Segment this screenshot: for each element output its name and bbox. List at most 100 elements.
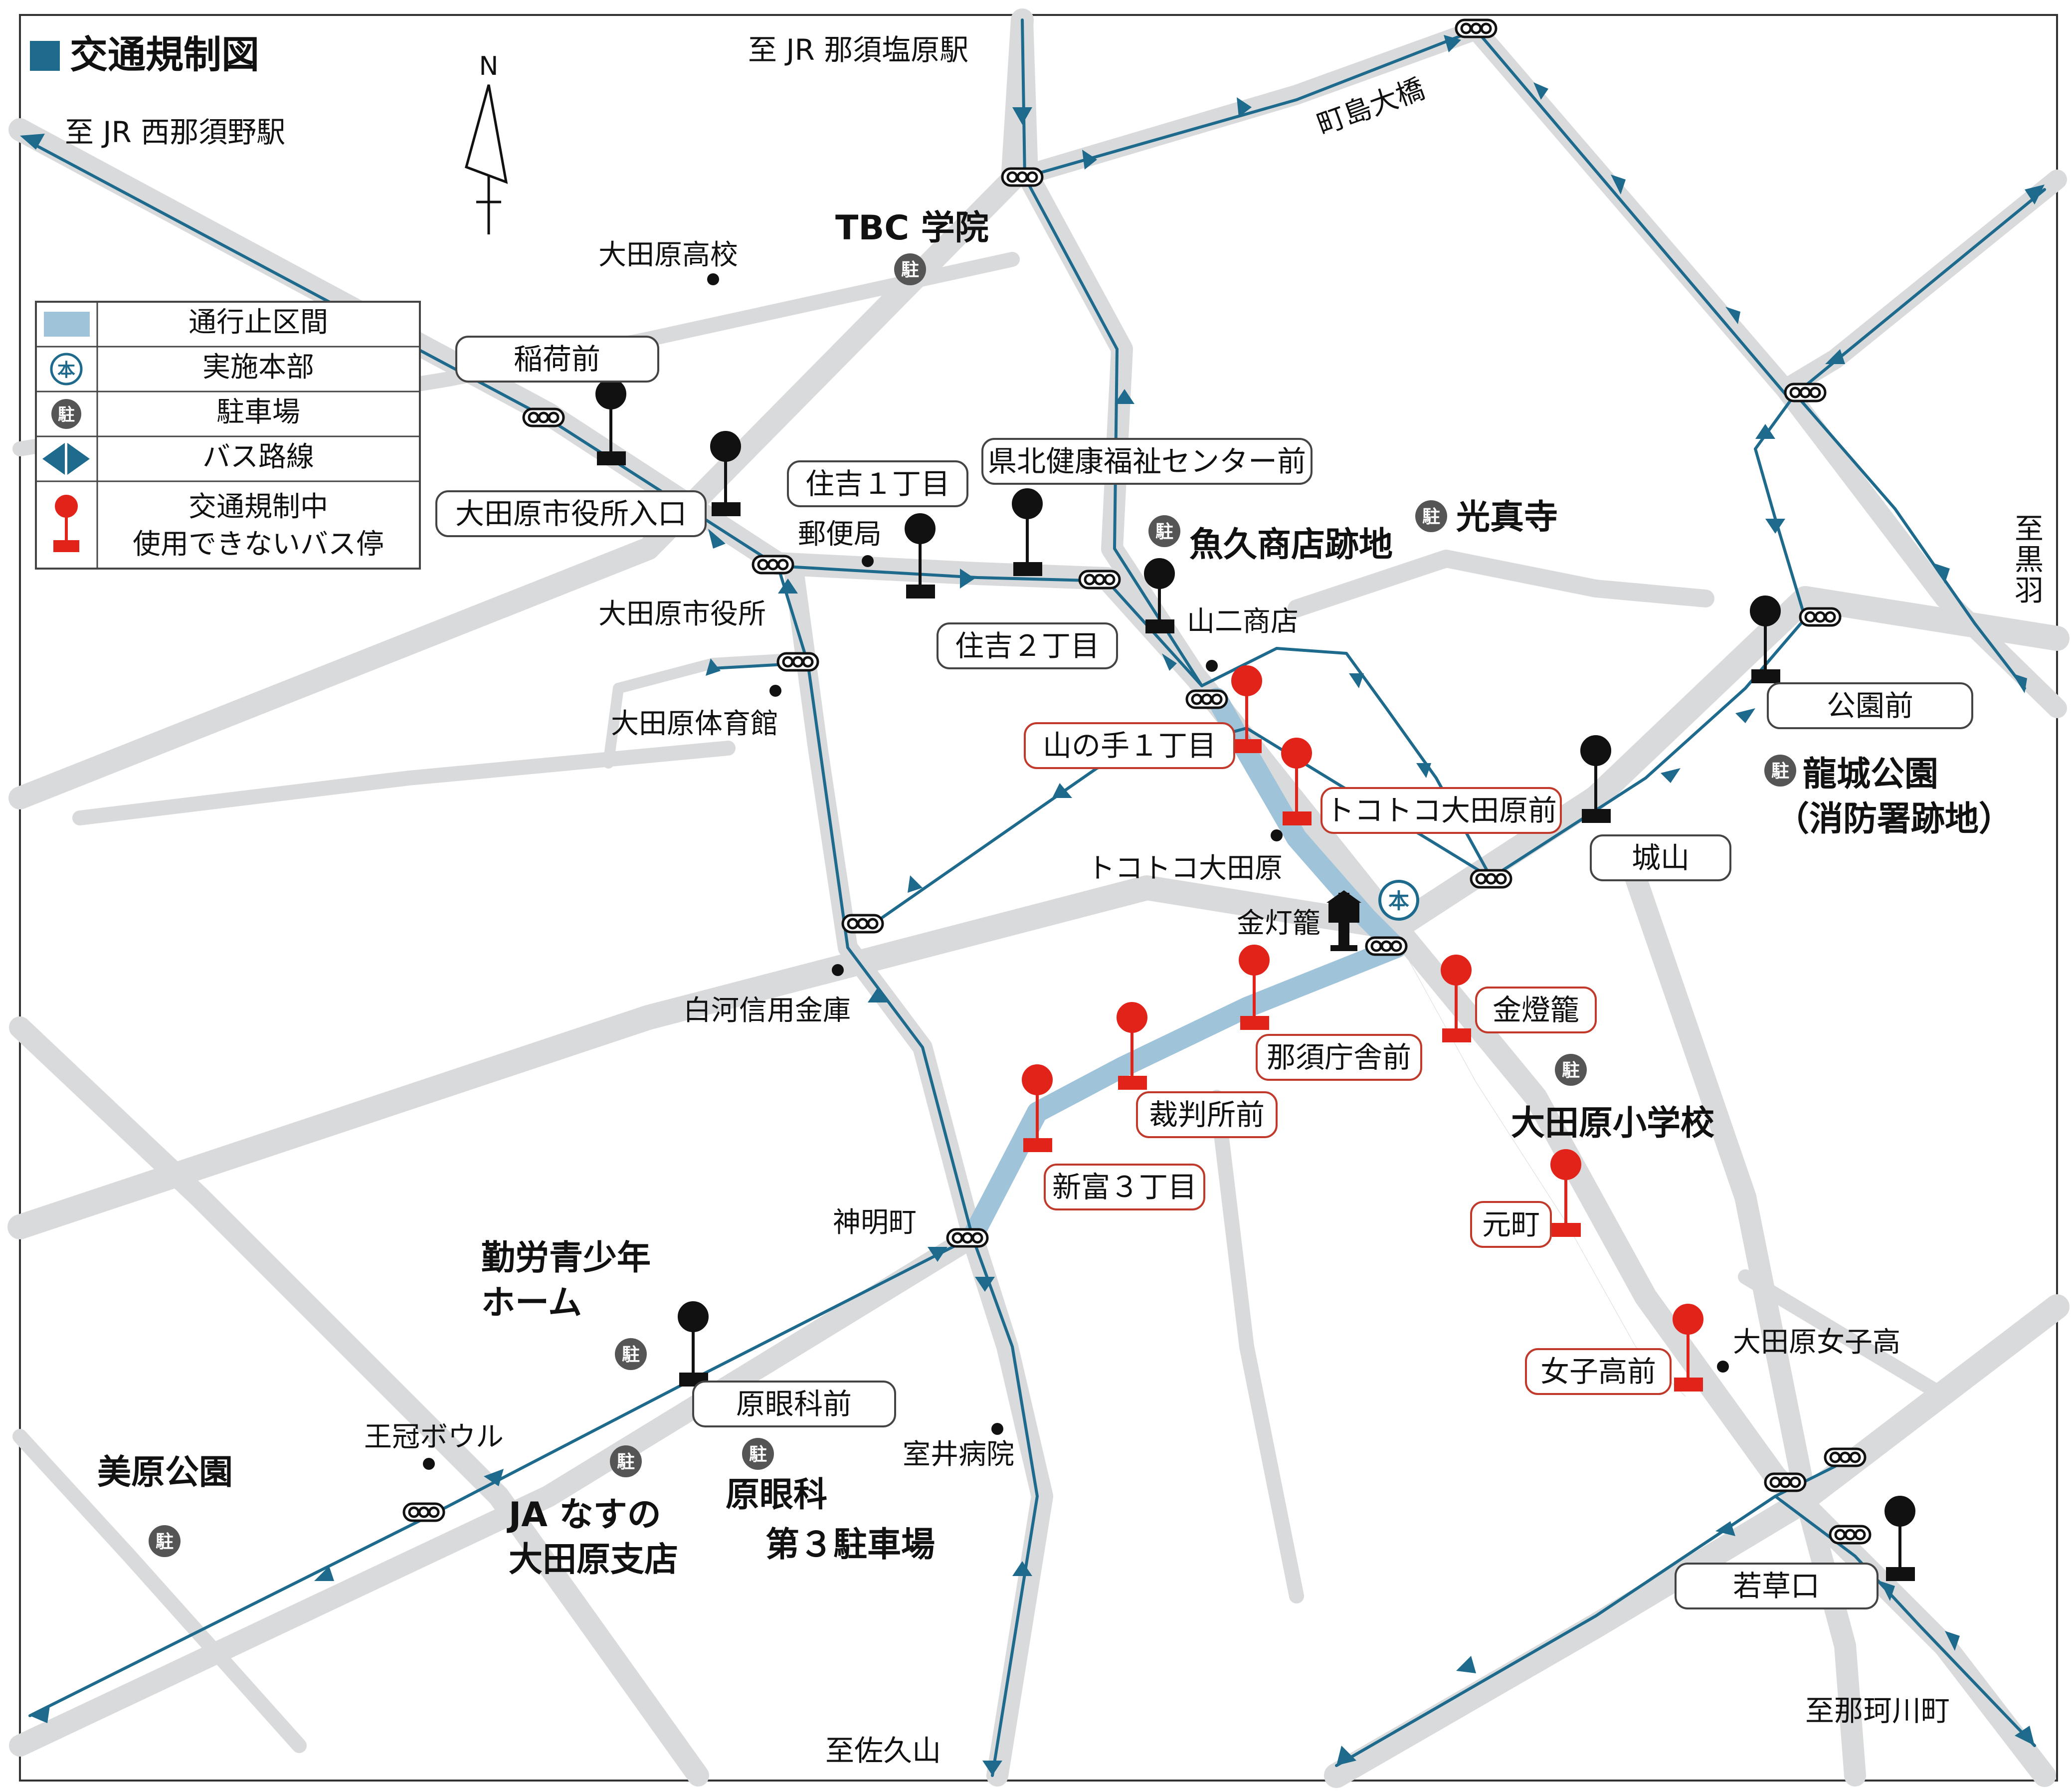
svg-text:新富３丁目: 新富３丁目 — [1052, 1170, 1197, 1204]
bus-route-east-branch — [1490, 188, 2046, 879]
bus-route-top — [1475, 28, 1787, 396]
bus-stop-marker — [1580, 735, 1611, 823]
bus-route-north — [1021, 18, 1203, 687]
bus-route-top-east — [1023, 28, 1478, 179]
svg-text:金燈籠: 金燈籠 — [1493, 993, 1579, 1027]
restricted-stop-marker — [1022, 1064, 1053, 1152]
restricted-stop-marker — [1231, 665, 1262, 753]
svg-text:女子高前: 女子高前 — [1540, 1355, 1656, 1389]
traffic-signal-icon — [776, 652, 819, 672]
svg-text:駐: 駐 — [156, 1532, 174, 1552]
svg-text:第３駐車場: 第３駐車場 — [765, 1525, 935, 1565]
parking-icon: 駐 — [615, 1338, 647, 1370]
restricted-stops — [1022, 665, 1703, 1392]
arrow-west — [20, 134, 45, 150]
parking-icon: 駐 — [894, 253, 926, 285]
bus-route-kurobane — [1794, 393, 2026, 690]
svg-text:大田原市役所: 大田原市役所 — [598, 598, 766, 630]
arrow-east-1 — [1755, 424, 1775, 439]
traffic-signal-icon — [1784, 383, 1827, 402]
svg-text:山二商店: 山二商店 — [1187, 605, 1299, 638]
road-kurobane — [1466, 20, 2067, 718]
arrow-vert-3 — [868, 988, 888, 1002]
parking-icon: 駐 — [1555, 1054, 1587, 1086]
svg-text:山の手１丁目: 山の手１丁目 — [1043, 729, 1216, 763]
arrow-diag-1 — [1052, 783, 1072, 798]
arrow-ne-2 — [1825, 349, 1845, 364]
svg-text:王冠ボウル: 王冠ボウル — [364, 1421, 504, 1453]
svg-text:駐: 駐 — [617, 1452, 635, 1472]
restricted-stop-marker — [1550, 1149, 1581, 1237]
restricted-stop-legend-icon — [53, 495, 79, 552]
svg-text:駐: 駐 — [1422, 507, 1440, 527]
arrow-south-2 — [1012, 1561, 1032, 1576]
arrow-se-3 — [1715, 1521, 1735, 1536]
traffic-signal-icon — [522, 407, 565, 427]
svg-text:美原公園: 美原公園 — [97, 1453, 233, 1492]
svg-text:大田原女子高: 大田原女子高 — [1733, 1326, 1900, 1359]
arrow-south-3 — [982, 1761, 1002, 1776]
svg-text:大田原支店: 大田原支店 — [509, 1540, 678, 1580]
arrow-se-1 — [1336, 1746, 1356, 1766]
arrow-kuro-4 — [2012, 673, 2027, 693]
restricted-stop-marker — [1281, 738, 1312, 825]
restricted-stop-marker — [1117, 1002, 1147, 1090]
svg-text:大田原体育館: 大田原体育館 — [611, 708, 778, 740]
svg-text:住吉１丁目: 住吉１丁目 — [805, 467, 950, 501]
bus-route-city-vert — [776, 565, 974, 1238]
bus-route-south — [971, 1235, 1039, 1777]
svg-text:至佐久山: 至佐久山 — [825, 1734, 941, 1768]
arrow-ne-1 — [2025, 185, 2045, 204]
parking-icon: 駐 — [742, 1438, 774, 1470]
svg-text:大田原市役所入口: 大田原市役所入口 — [455, 497, 687, 531]
north-arrow — [464, 84, 508, 234]
svg-text:金灯籠: 金灯籠 — [1237, 907, 1320, 940]
parking-icon: 駐 — [610, 1445, 642, 1477]
svg-text:ホーム: ホーム — [481, 1283, 582, 1323]
arrow-sw-4 — [30, 1706, 50, 1723]
arrow-top-2 — [1237, 97, 1252, 117]
road-south-center — [1209, 1090, 1304, 1603]
bus-route-legend-icon — [42, 443, 90, 475]
svg-text:若草口: 若草口 — [1733, 1569, 1820, 1603]
svg-text:那須庁舎前: 那須庁舎前 — [1267, 1040, 1411, 1074]
svg-text:住吉２丁目: 住吉２丁目 — [955, 629, 1100, 663]
bus-route-se — [1335, 1495, 2036, 1767]
bus-stop-marker — [905, 513, 936, 598]
svg-text:白河信用金庫: 白河信用金庫 — [683, 995, 851, 1027]
arrow-vert-2 — [706, 658, 721, 676]
arrow-down-east — [1533, 82, 1548, 100]
traffic-signal-icon — [946, 1228, 989, 1248]
arrow-kuro-3 — [1935, 564, 1950, 584]
legend-restricted-line1: 交通規制中 — [188, 491, 328, 523]
parking-icon: 駐 — [1764, 755, 1796, 787]
svg-text:トコトコ大田原前: トコトコ大田原前 — [1325, 794, 1557, 827]
arrow-top-1 — [1082, 150, 1097, 170]
direction-labels: 至 JR 那須塩原駅 至 JR 西那須野駅 至黒羽 至佐久山 至那珂川町 — [65, 33, 2044, 1768]
title-marker — [30, 41, 60, 71]
svg-text:駐: 駐 — [622, 1345, 640, 1365]
arrow-sw-2 — [484, 1469, 504, 1486]
arrow-kuro-1 — [1611, 175, 1626, 195]
traffic-signal-icon — [402, 1502, 445, 1522]
traffic-signal-icon — [1764, 1472, 1807, 1492]
svg-text:バス路線: バス路線 — [202, 441, 314, 473]
svg-text:県北健康福祉センター前: 県北健康福祉センター前 — [988, 444, 1306, 478]
restricted-stop-marker — [1441, 955, 1472, 1042]
parking-icon: 駐 — [149, 1525, 181, 1557]
road-main-diagonal — [7, 586, 2070, 1239]
svg-text:駐: 駐 — [58, 405, 75, 425]
lantern-icon — [1326, 890, 1361, 951]
svg-text:元町: 元町 — [1482, 1207, 1540, 1241]
road-sw-cross — [1738, 1269, 1952, 1404]
bus-stop-marker — [1884, 1496, 1915, 1581]
svg-text:本: 本 — [1388, 889, 1409, 913]
place-dot — [423, 1458, 435, 1470]
parking-legend-icon: 駐 — [51, 399, 81, 429]
bus-stop-labels: 稲荷前 大田原市役所入口 住吉１丁目 県北健康福祉センター前 住吉２丁目 公園前… — [435, 336, 1973, 1609]
traffic-signal-icon — [1365, 936, 1408, 956]
traffic-signal-icon — [1455, 18, 1498, 38]
road-lower-sw — [9, 1226, 1053, 1787]
svg-text:郵便局: 郵便局 — [798, 518, 882, 551]
